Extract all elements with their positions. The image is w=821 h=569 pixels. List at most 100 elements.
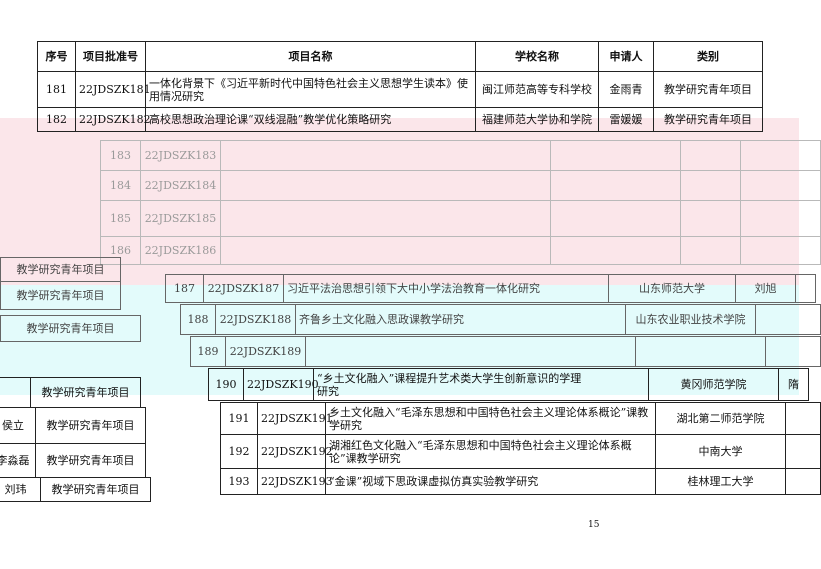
row-no: 188 [180, 304, 216, 335]
page-number: 15 [588, 520, 600, 530]
header-code: 项目批准号 [75, 41, 146, 72]
table-row: 181 22JDSZK181 一体化背景下《习近平新时代中国特色社会主义思想学生… [37, 71, 763, 108]
row-code: 22JDSZK181 [75, 71, 151, 108]
header-type: 类别 [653, 41, 763, 72]
header-row: 序号 项目批准号 项目名称 学校名称 申请人 类别 [37, 41, 763, 72]
row-name: 高校思想政治理论课“双线混融”教学优化策略研究 [145, 107, 476, 132]
row-type: 教学研究青年项目 [653, 107, 763, 132]
row-no: 186 [100, 236, 141, 265]
row-code: 22JDSZK186 [140, 236, 221, 265]
row-code: 22JDSZK191 [257, 402, 333, 435]
left-fragment-table-5: 刘玮教学研究青年项目 [0, 477, 151, 502]
row-no: 187 [165, 274, 204, 303]
row-name: 乡土文化融入“毛泽东思想和中国特色社会主义理论体系概论”课教学研究 [325, 402, 656, 435]
ghost-table-region: 183 22JDSZK183 184 22JDSZK184 185 22JDSZ… [0, 122, 821, 272]
row-school: 桂林理工大学 [655, 468, 786, 495]
row-type: 教学研究青年项目 [0, 257, 121, 282]
table-row: 190 22JDSZK190 “乡土文化融入”课程提升艺术类大学生创新意识的学理… [208, 368, 809, 401]
row-name: 湖湘红色文化融入“毛泽东思想和中国特色社会主义理论体系概论”课教学研究 [325, 434, 656, 469]
table-row: 刘玮教学研究青年项目 [0, 477, 151, 502]
row-name-line: 研究 [317, 384, 339, 398]
table-row: 192 22JDSZK192 湖湘红色文化融入“毛泽东思想和中国特色社会主义理论… [220, 434, 821, 469]
row-code: 22JDSZK182 [75, 107, 151, 132]
row-school: 黄冈师范学院 [648, 368, 779, 401]
mid-table: 187 22JDSZK187 习近平法治思想引领下大中小学法治教育一体化研究 山… [165, 274, 816, 303]
row-name-line: “乡土文化融入” [317, 371, 395, 385]
left-fragment-table-4: 侯立教学研究青年项目 李淼磊教学研究青年项目 [0, 407, 146, 478]
row-no: 184 [100, 170, 141, 201]
table-row: 186 22JDSZK186 [100, 236, 821, 265]
header-school: 学校名称 [475, 41, 599, 72]
row-no: 181 [37, 71, 76, 108]
row-code: 22JDSZK193 [257, 468, 333, 495]
table-row: 182 22JDSZK182 高校思想政治理论课“双线混融”教学优化策略研究 福… [37, 107, 763, 132]
row-type: 教学研究青年项目 [35, 407, 146, 444]
row-person: 李淼磊 [0, 443, 36, 478]
left-fragment-table: 教学研究青年项目 教学研究青年项目 [0, 257, 121, 310]
header-no: 序号 [37, 41, 76, 72]
row-school: 闽江师范高等专科学校 [475, 71, 599, 108]
row-code: 22JDSZK184 [140, 170, 221, 201]
bottom-table-region: 191 22JDSZK191 乡土文化融入“毛泽东思想和中国特色社会主义理论体系… [0, 400, 821, 500]
table-row: 教学研究青年项目 [0, 377, 141, 408]
table-row: 187 22JDSZK187 习近平法治思想引领下大中小学法治教育一体化研究 山… [165, 274, 816, 303]
row-no: 182 [37, 107, 76, 132]
row-code: 22JDSZK187 [203, 274, 284, 303]
mid-table-3: 189 22JDSZK189 [190, 336, 821, 367]
row-name: 一体化背景下《习近平新时代中国特色社会主义思想学生读本》使用情况研究 [145, 71, 476, 108]
row-no: 190 [208, 368, 244, 401]
row-type: 教学研究青年项目 [653, 71, 763, 108]
row-type: 教学研究青年项目 [0, 281, 121, 310]
row-no: 193 [220, 468, 258, 495]
table-row: 侯立教学研究青年项目 [0, 407, 146, 444]
bottom-table: 191 22JDSZK191 乡土文化融入“毛泽东思想和中国特色社会主义理论体系… [220, 402, 821, 495]
row-name: “金课”视域下思政课虚拟仿真实验教学研究 [325, 468, 656, 495]
row-name-line: 课程提升艺术类大学生创新意识的学理 [394, 371, 582, 385]
row-code: 22JDSZK192 [257, 434, 333, 469]
row-code: 22JDSZK183 [140, 140, 221, 171]
table-row: 193 22JDSZK193 “金课”视域下思政课虚拟仿真实验教学研究 桂林理工… [220, 468, 821, 495]
row-school: 湖北第二师范学院 [655, 402, 786, 435]
mid-table-region: 187 22JDSZK187 习近平法治思想引领下大中小学法治教育一体化研究 山… [0, 272, 821, 400]
table-row: 教学研究青年项目 [0, 257, 121, 282]
row-type: 教学研究青年项目 [35, 443, 146, 478]
table-row: 191 22JDSZK191 乡土文化融入“毛泽东思想和中国特色社会主义理论体系… [220, 402, 821, 435]
row-no: 191 [220, 402, 258, 435]
mid-table-2: 188 22JDSZK188 齐鲁乡土文化融入思政课教学研究 山东农业职业技术学… [180, 304, 821, 335]
row-name: 习近平法治思想引领下大中小学法治教育一体化研究 [283, 274, 609, 303]
row-person: 侯立 [0, 407, 36, 444]
row-person: 金雨青 [598, 71, 654, 108]
row-190-region: 190 22JDSZK190 “乡土文化融入”课程提升艺术类大学生创新意识的学理… [0, 368, 809, 401]
row-no: 183 [100, 140, 141, 171]
row-school: 山东师范大学 [608, 274, 736, 303]
row-190-table: 190 22JDSZK190 “乡土文化融入”课程提升艺术类大学生创新意识的学理… [208, 368, 809, 401]
row-name: “乡土文化融入”课程提升艺术类大学生创新意识的学理研究 [313, 368, 649, 401]
row-person: 隋 [778, 368, 809, 401]
row-school: 山东农业职业技术学院 [625, 304, 756, 335]
header-name: 项目名称 [145, 41, 476, 72]
row-code: 22JDSZK189 [225, 336, 306, 367]
left-fragment-table-2: 教学研究青年项目 [0, 315, 141, 342]
row-no: 192 [220, 434, 258, 469]
table-row: 185 22JDSZK185 [100, 200, 821, 237]
row-code: 22JDSZK188 [215, 304, 296, 335]
left-fragments-region: 教学研究青年项目 教学研究青年项目 教学研究青年项目 教学研究青年项目 侯立教学… [0, 255, 220, 505]
top-table-region: 序号 项目批准号 项目名称 学校名称 申请人 类别 181 22JDSZK181… [0, 0, 799, 132]
row-code: 22JDSZK185 [140, 200, 221, 237]
row-no: 185 [100, 200, 141, 237]
table-row: 184 22JDSZK184 [100, 170, 821, 201]
table-row: 李淼磊教学研究青年项目 [0, 443, 146, 478]
table-row: 教学研究青年项目 [0, 315, 141, 342]
row-name: 齐鲁乡土文化融入思政课教学研究 [295, 304, 626, 335]
top-table: 序号 项目批准号 项目名称 学校名称 申请人 类别 181 22JDSZK181… [37, 41, 763, 132]
ghost-table: 183 22JDSZK183 184 22JDSZK184 185 22JDSZ… [100, 140, 821, 265]
table-row: 189 22JDSZK189 [190, 336, 821, 367]
row-type: 教学研究青年项目 [40, 477, 151, 502]
table-row: 183 22JDSZK183 [100, 140, 821, 171]
row-code: 22JDSZK190 [243, 368, 319, 401]
table-row: 188 22JDSZK188 齐鲁乡土文化融入思政课教学研究 山东农业职业技术学… [180, 304, 821, 335]
row-type: 教学研究青年项目 [30, 377, 141, 408]
left-fragment-table-3: 教学研究青年项目 [0, 377, 141, 408]
row-type: 教学研究青年项目 [0, 315, 141, 342]
row-person: 刘旭 [735, 274, 796, 303]
